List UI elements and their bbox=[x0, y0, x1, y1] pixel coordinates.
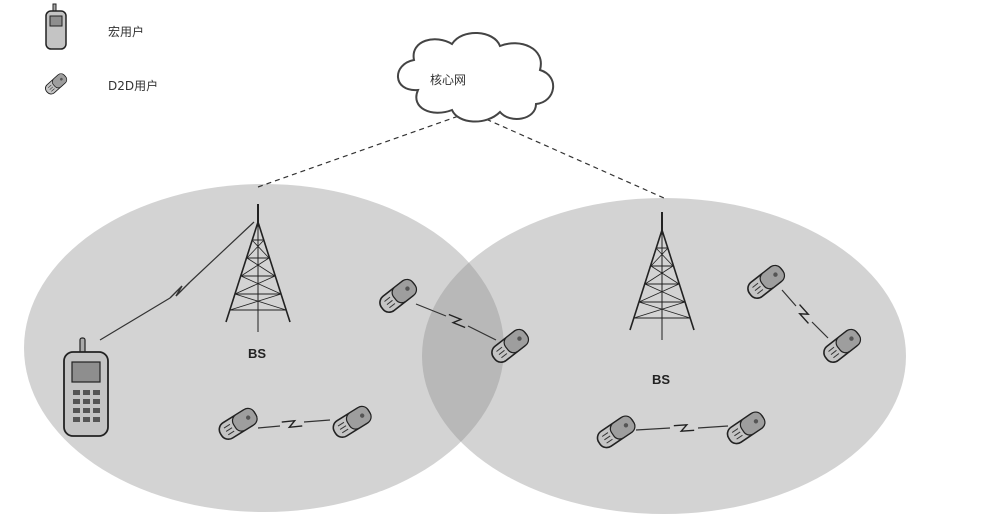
left-cell-coverage bbox=[24, 184, 504, 512]
backhaul-link-right bbox=[469, 111, 665, 199]
macro-user-phone bbox=[63, 337, 109, 437]
d2d-pair-overlap bbox=[375, 275, 533, 367]
legend: 宏用户 D2D用户 bbox=[42, 3, 158, 97]
d2d-pair-lower-right bbox=[593, 408, 769, 452]
flip-phone-icon bbox=[42, 71, 70, 97]
right-cell-coverage bbox=[422, 198, 906, 514]
cellular-link bbox=[99, 221, 255, 341]
d2d-pair-left bbox=[215, 402, 375, 444]
legend-d2d-user-label: D2D用户 bbox=[108, 78, 158, 93]
core-network-label: 核心网 bbox=[430, 73, 466, 87]
core-network-cloud: 核心网 bbox=[397, 31, 555, 123]
legend-macro-user-label: 宏用户 bbox=[108, 24, 144, 39]
macro-phone-icon bbox=[45, 3, 67, 50]
right-bs-label: BS bbox=[652, 372, 670, 387]
d2d-pair-upper-right bbox=[743, 261, 865, 367]
backhaul-link-left bbox=[257, 111, 471, 188]
left-bs-label: BS bbox=[248, 346, 266, 361]
